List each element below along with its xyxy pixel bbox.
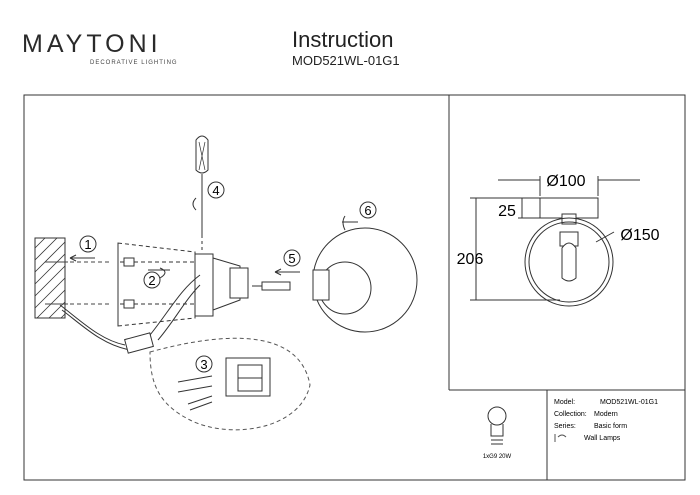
brand-logo: MAYTONI bbox=[22, 30, 162, 58]
step-5-marker: 5 bbox=[274, 249, 301, 276]
category-label: Wall Lamps bbox=[584, 435, 621, 442]
wall-icon bbox=[34, 237, 66, 319]
outer-frame bbox=[23, 94, 686, 481]
dimension-drawing bbox=[470, 176, 640, 307]
svg-text:1: 1 bbox=[84, 237, 91, 252]
collection-value: Modern bbox=[594, 411, 618, 418]
dimension-height: 206 bbox=[457, 251, 484, 268]
screwdriver-icon bbox=[195, 135, 209, 252]
glass-shade bbox=[312, 227, 418, 333]
step-6-marker: 6 bbox=[342, 201, 377, 231]
page-title: Instruction bbox=[292, 27, 394, 52]
series-label: Series: bbox=[554, 423, 576, 430]
step-3-detail: 3 bbox=[149, 337, 311, 431]
bulb-part bbox=[252, 281, 291, 291]
step-1-marker: 1 bbox=[69, 235, 97, 262]
model-code: MOD521WL-01G1 bbox=[292, 53, 400, 68]
step-4-marker: 4 bbox=[192, 181, 225, 211]
collection-label: Collection: bbox=[554, 411, 587, 418]
dimension-shade-diameter: Ø150 bbox=[620, 227, 659, 244]
model-label: Model: bbox=[554, 399, 575, 406]
step-2-marker: 2 bbox=[143, 267, 170, 289]
svg-text:6: 6 bbox=[364, 203, 371, 218]
dimension-top-width: Ø100 bbox=[546, 173, 585, 190]
bulb-spec: 1xG9 20W bbox=[483, 454, 512, 460]
model-value: MOD521WL-01G1 bbox=[600, 399, 658, 406]
wall-lamp-icon bbox=[554, 434, 567, 442]
bulb-icon bbox=[487, 406, 507, 445]
svg-text:2: 2 bbox=[148, 273, 155, 288]
mounting-plate bbox=[117, 242, 249, 327]
svg-text:4: 4 bbox=[212, 183, 219, 198]
wall-screws bbox=[45, 261, 112, 305]
svg-text:3: 3 bbox=[200, 357, 207, 372]
series-value: Basic form bbox=[594, 423, 627, 430]
svg-text:5: 5 bbox=[288, 251, 295, 266]
dimension-base-depth: 25 bbox=[498, 203, 516, 220]
connection-wires bbox=[59, 274, 201, 354]
brand-tagline: DECORATIVE LIGHTING bbox=[90, 60, 178, 66]
